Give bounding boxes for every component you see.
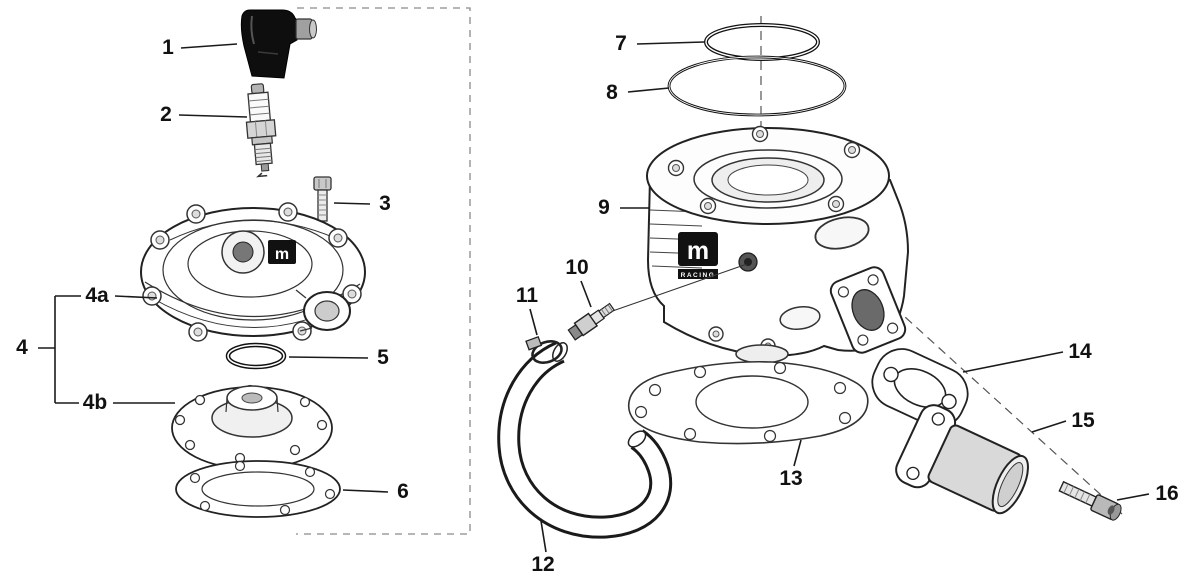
- callout-part-7: 7: [615, 32, 627, 55]
- callout-part-5: 5: [377, 346, 389, 369]
- bore-o-ring-small: [704, 23, 820, 61]
- callout-part-11: 11: [515, 284, 539, 307]
- bore-o-ring-large: [667, 55, 847, 117]
- brand-logo-cylinder: m RACING: [678, 232, 718, 279]
- hose-clamp: [525, 336, 563, 365]
- brand-logo-head-text: m: [275, 246, 289, 263]
- callout-part-10: 10: [565, 256, 589, 279]
- spigot-bolt: [1058, 480, 1122, 521]
- brand-logo-cylinder-text: m: [687, 237, 709, 265]
- head-outlet-port: [295, 289, 351, 332]
- spark-plug: [245, 83, 277, 178]
- callout-part-2: 2: [160, 103, 172, 126]
- callout-part-8: 8: [606, 81, 618, 104]
- sensor-fitment-line: [603, 263, 748, 315]
- callout-part-16: 16: [1155, 482, 1179, 505]
- exhaust-spigot: [895, 404, 1029, 515]
- callout-part-9: 9: [598, 196, 610, 219]
- panel-dashed-border: [296, 7, 471, 535]
- cylinder-base-gasket: [627, 360, 869, 445]
- callout-part-4b: 4b: [82, 391, 108, 414]
- callout-part-12: 12: [531, 553, 555, 576]
- head-o-ring: [225, 342, 287, 370]
- cylinder-head: m: [140, 202, 366, 342]
- brand-logo-head: m: [268, 240, 296, 264]
- bracket-part-4: [38, 295, 81, 404]
- callout-part-13: 13: [779, 467, 803, 490]
- cylinder-exhaust-flange: [829, 266, 907, 354]
- callout-part-3: 3: [379, 192, 391, 215]
- cylinder-top-bolt-holes: [667, 125, 861, 215]
- head-gasket: [175, 460, 341, 518]
- leader-lines: [38, 41, 1150, 553]
- callout-part-4: 4: [16, 336, 28, 359]
- brand-logo-cylinder-subtext: RACING: [681, 272, 716, 279]
- spark-plug-cap: [240, 9, 317, 79]
- callout-part-1: 1: [162, 36, 174, 59]
- cylinder-head-bolt: [313, 176, 332, 222]
- callout-part-6: 6: [397, 480, 409, 503]
- head-insert: [171, 384, 333, 470]
- callout-part-15: 15: [1071, 409, 1095, 432]
- cylinder: m RACING: [646, 125, 910, 364]
- temp-sensor-fitting: [567, 302, 616, 341]
- callout-part-4a: 4a: [85, 284, 109, 307]
- callout-part-14: 14: [1068, 340, 1092, 363]
